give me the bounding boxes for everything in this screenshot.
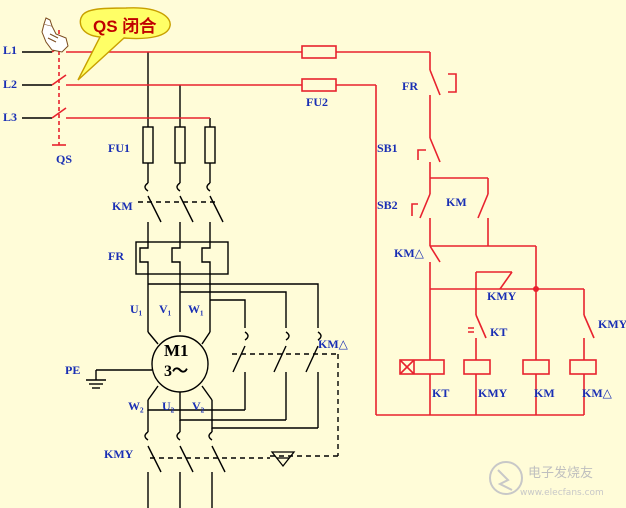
contactor-label-kmdelta-main: KM△ bbox=[318, 337, 348, 351]
line-label-l1: L1 bbox=[3, 43, 18, 57]
terminal-label-v1: V₁ bbox=[159, 302, 172, 316]
ground-label-pe: PE bbox=[65, 363, 81, 377]
coil-label-kt: KT bbox=[432, 386, 450, 400]
relay-label-fr-main: FR bbox=[108, 249, 124, 263]
contactor-label-km-main: KM bbox=[112, 199, 133, 213]
terminal-label-v2: V₂ bbox=[192, 399, 205, 413]
watermark-brand: 电子发烧友 bbox=[528, 466, 594, 481]
junction-dot bbox=[533, 286, 539, 292]
line-label-l2: L2 bbox=[3, 77, 18, 91]
contact-label-kmdelta-ctrl: KM△ bbox=[394, 246, 424, 260]
line-label-l3: L3 bbox=[3, 110, 18, 124]
terminal-label-u1: U₁ bbox=[130, 302, 143, 316]
contact-label-km-ctrl: KM bbox=[446, 195, 467, 209]
fuse-label-fu2: FU2 bbox=[306, 95, 328, 109]
contact-label-kmy-right: KMY bbox=[598, 317, 626, 331]
terminal-label-u2: U₂ bbox=[162, 399, 175, 413]
ground-icon bbox=[270, 451, 296, 468]
control-circuit bbox=[51, 30, 597, 416]
watermark-url: www.elecfans.com bbox=[520, 488, 604, 498]
contact-label-kmy-ctrl: KMY bbox=[487, 289, 517, 303]
relay-label-fr-ctrl: FR bbox=[402, 79, 418, 93]
main-circuit bbox=[22, 51, 339, 508]
switch-label-qs: QS bbox=[56, 152, 73, 166]
coil-label-kmdelta: KM△ bbox=[582, 386, 612, 400]
pointing-hand-icon bbox=[41, 17, 69, 53]
callout-bubble bbox=[77, 7, 171, 81]
callout-label: QS 闭合 bbox=[93, 17, 157, 36]
button-label-sb2: SB2 bbox=[377, 198, 398, 212]
watermark-logo-icon bbox=[489, 461, 523, 495]
button-label-sb1: SB1 bbox=[377, 141, 398, 155]
contact-label-kt-ctrl: KT bbox=[490, 325, 508, 339]
fuse-label-fu1: FU1 bbox=[108, 141, 130, 155]
coil-label-km: KM bbox=[534, 386, 555, 400]
terminal-label-w1: W₁ bbox=[188, 302, 204, 316]
motor-label: M1 bbox=[164, 341, 189, 360]
motor-phase-label: 3～ bbox=[164, 363, 189, 380]
terminal-label-w2: W₂ bbox=[128, 399, 144, 413]
contactor-label-kmy-main: KMY bbox=[104, 447, 134, 461]
coil-label-kmy: KMY bbox=[478, 386, 508, 400]
